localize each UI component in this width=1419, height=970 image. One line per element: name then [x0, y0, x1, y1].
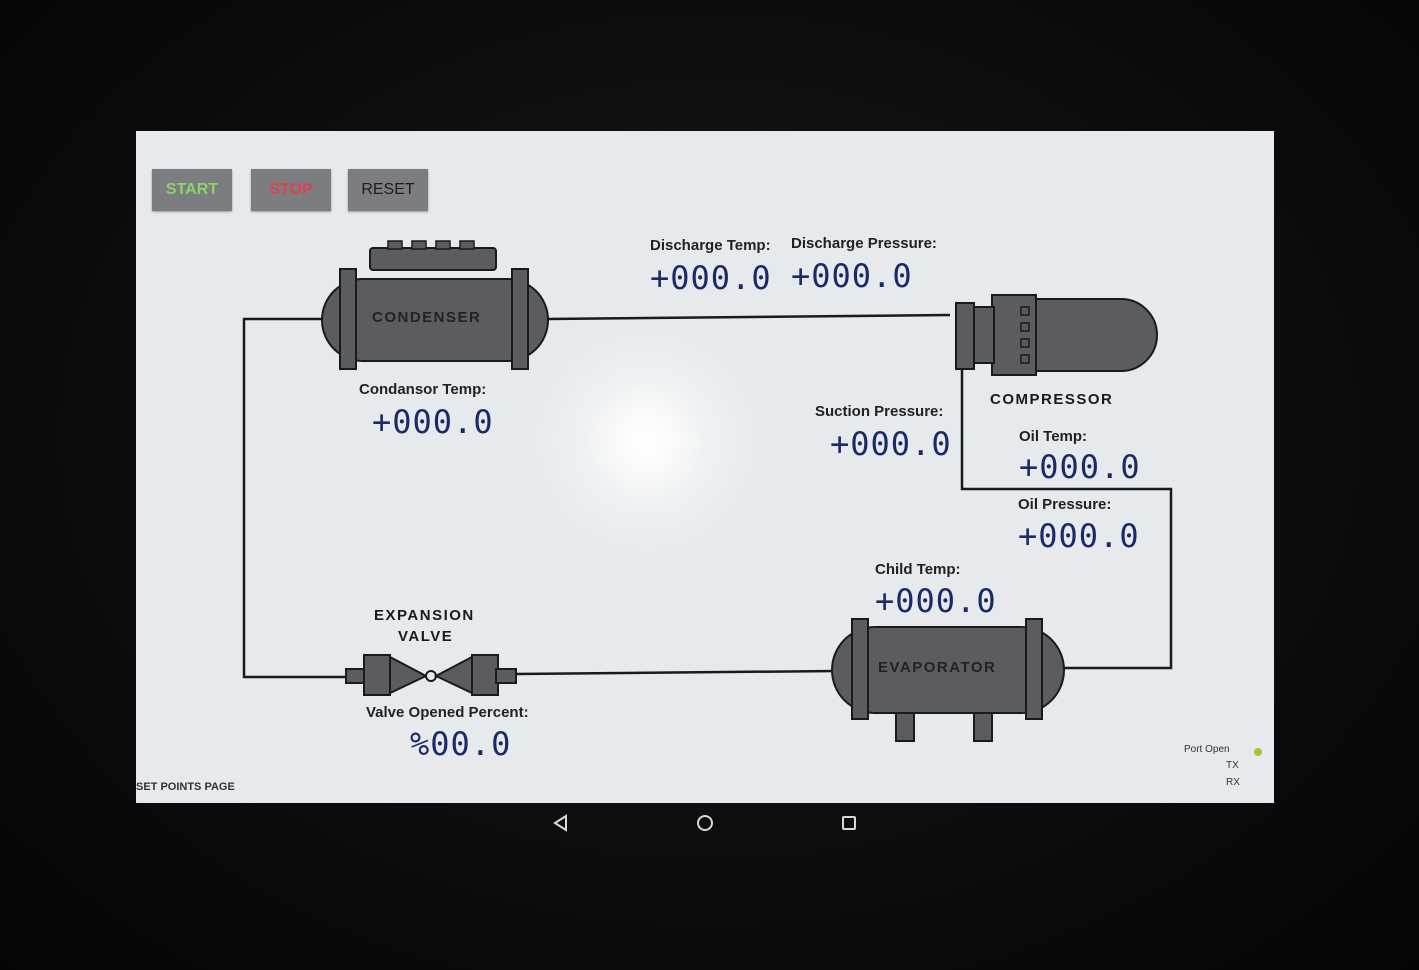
expansion-valve-shape	[345, 654, 517, 696]
home-icon[interactable]	[693, 811, 717, 835]
pipe-expansion-to-evaporator	[515, 669, 837, 676]
reset-button[interactable]: RESET	[348, 169, 428, 211]
valve-opened-percent-label: Valve Opened Percent:	[366, 704, 529, 721]
hmi-screen: START STOP RESET CONDENSER COMPRESSOR EV…	[136, 131, 1274, 803]
suction-pressure-value: +000.0	[830, 425, 952, 463]
evaporator-label: EVAPORATOR	[878, 659, 997, 676]
valve-opened-percent-value: %00.0	[410, 725, 512, 763]
evaporator-shape	[831, 618, 1065, 742]
condensor-temp-label: Condansor Temp:	[359, 381, 487, 398]
child-temp-value: +000.0	[875, 582, 997, 620]
oil-pressure-value: +000.0	[1018, 517, 1140, 555]
expansion-valve-label-line2: VALVE	[398, 628, 454, 645]
condenser-shape	[321, 240, 549, 370]
tx-indicator: TX	[1226, 760, 1239, 771]
set-points-page-link[interactable]: SET POINTS PAGE	[136, 781, 235, 793]
compressor-label: COMPRESSOR	[990, 391, 1114, 408]
compressor-shape	[955, 294, 1158, 376]
discharge-pressure-value: +000.0	[791, 257, 913, 295]
suction-pressure-label: Suction Pressure:	[815, 403, 944, 420]
rx-indicator: RX	[1226, 777, 1240, 788]
discharge-temp-label: Discharge Temp:	[650, 237, 771, 254]
child-temp-label: Child Temp:	[875, 561, 961, 578]
start-button[interactable]: START	[152, 169, 232, 211]
pipe-compressor-to-evaporator	[960, 361, 1173, 670]
discharge-temp-value: +000.0	[650, 259, 772, 297]
back-icon[interactable]	[549, 811, 573, 835]
oil-temp-value: +000.0	[1019, 448, 1141, 486]
piping	[242, 313, 1173, 679]
refrigeration-cycle-diagram	[242, 240, 1173, 742]
expansion-valve-label-line1: EXPANSION	[374, 607, 475, 624]
port-status-led	[1254, 748, 1262, 756]
discharge-pressure-label: Discharge Pressure:	[791, 235, 937, 252]
oil-pressure-label: Oil Pressure:	[1018, 496, 1112, 513]
condenser-label: CONDENSER	[372, 309, 482, 326]
recent-apps-icon[interactable]	[837, 811, 861, 835]
stop-button[interactable]: STOP	[251, 169, 331, 211]
condensor-temp-value: +000.0	[372, 403, 494, 441]
port-status-text: Port Open	[1184, 744, 1230, 755]
pipe-condenser-to-compressor	[547, 313, 951, 321]
oil-temp-label: Oil Temp:	[1019, 428, 1088, 445]
android-navigation-bar	[136, 803, 1274, 843]
pipe-condenser-to-expansion	[242, 317, 350, 679]
